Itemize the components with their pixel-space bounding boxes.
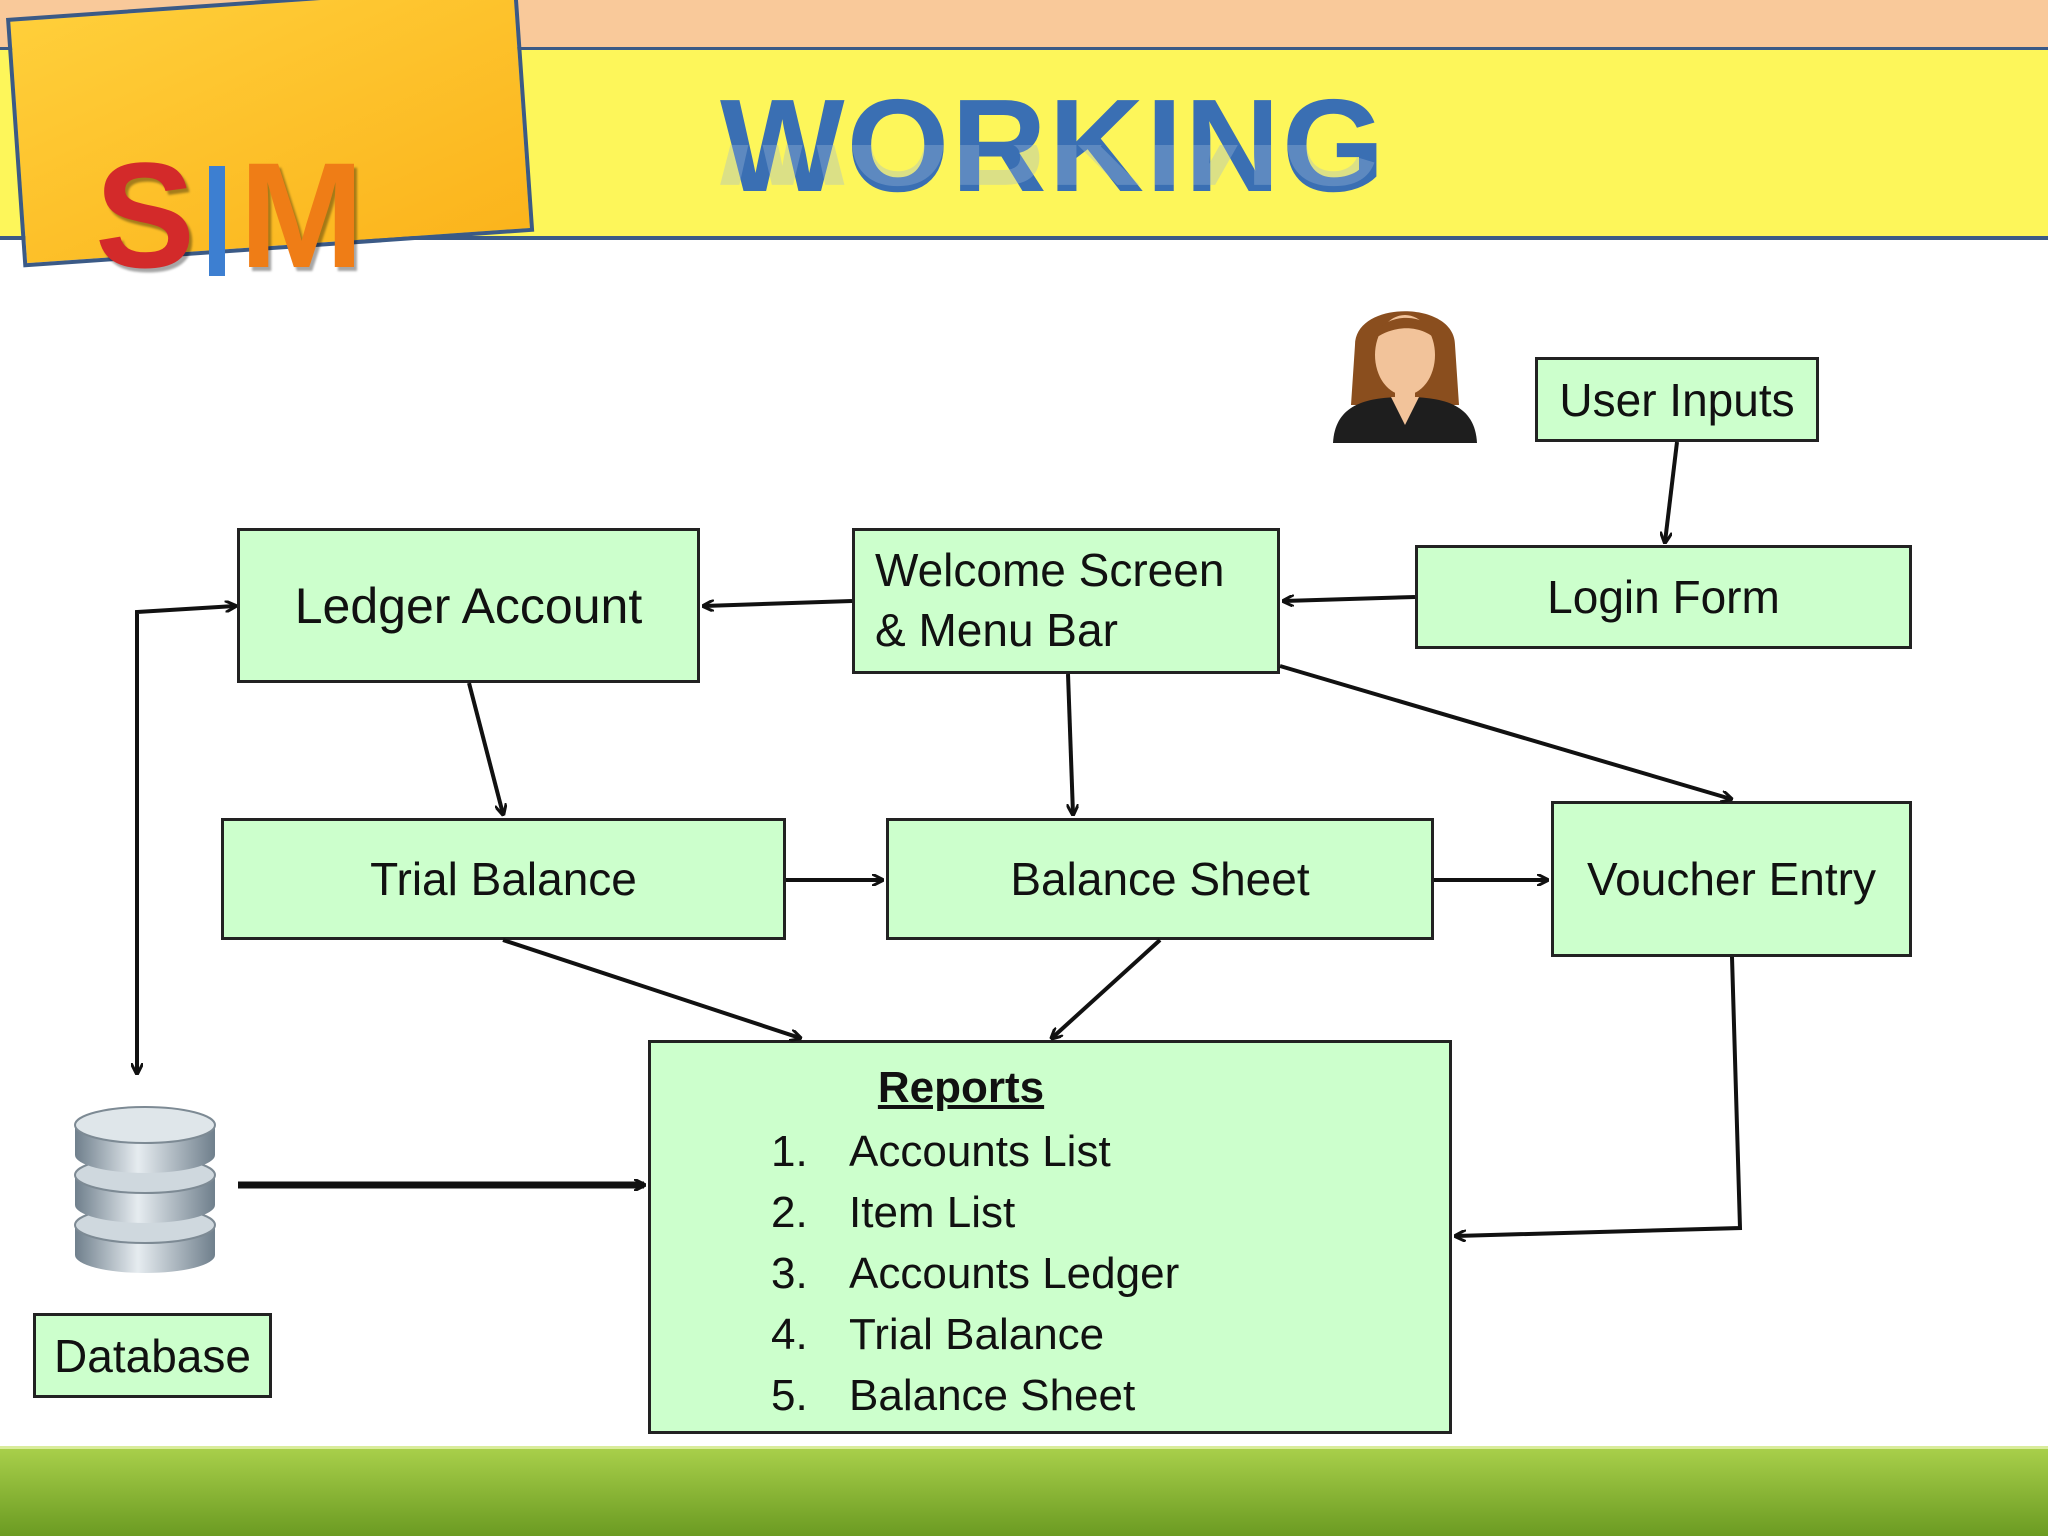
- welcome-screen-label-line2: & Menu Bar: [875, 604, 1118, 656]
- welcome-screen-label-line1: Welcome Screen: [875, 544, 1225, 597]
- reports-list-item: 1.Accounts List: [771, 1127, 1111, 1176]
- logo-letter-s: S: [95, 131, 196, 299]
- arrow-voucher-to-reports: [1456, 956, 1743, 1236]
- login-form-label: Login Form: [1547, 571, 1780, 623]
- trial-balance-box: Trial Balance: [221, 818, 786, 940]
- login-form-box: Login Form: [1415, 545, 1912, 649]
- reports-title: Reports: [877, 1063, 1045, 1112]
- arrow-trial-to-reports: [502, 938, 800, 1038]
- voucher-entry-label: Voucher Entry: [1587, 853, 1876, 905]
- reports-box: Reports 1.Accounts List 2.Item List 3.Ac…: [648, 1040, 1452, 1434]
- user-inputs-box: User Inputs: [1535, 357, 1819, 442]
- database-label-box: Database: [33, 1313, 272, 1398]
- logo-divider: [209, 166, 226, 276]
- arrow-userinputs-to-login: [1665, 441, 1679, 542]
- arrow-welcome-to-balance: [1066, 673, 1073, 814]
- page-title-reflection: WORKING: [720, 145, 1387, 205]
- footer-bar: [0, 1446, 2048, 1536]
- logo-letter-m: M: [239, 131, 365, 299]
- reports-list: 1.Accounts List 2.Item List 3.Accounts L…: [771, 1121, 1179, 1426]
- user-inputs-label: User Inputs: [1559, 373, 1795, 426]
- reports-list-item: 3.Accounts Ledger: [771, 1249, 1180, 1298]
- trial-balance-label: Trial Balance: [370, 853, 637, 905]
- reports-list-item: 4.Trial Balance: [771, 1310, 1105, 1359]
- arrow-ledger-to-trial: [467, 682, 503, 814]
- ledger-account-label: Ledger Account: [294, 577, 643, 634]
- arrow-balance-to-reports: [1052, 938, 1162, 1038]
- reports-list-item: 5.Balance Sheet: [771, 1371, 1136, 1420]
- logo: S M: [95, 120, 364, 290]
- arrow-login-to-welcome: [1284, 597, 1416, 601]
- arrow-welcome-to-voucher: [1279, 664, 1731, 799]
- database-label: Database: [54, 1329, 251, 1382]
- voucher-entry-box: Voucher Entry: [1551, 801, 1912, 957]
- reports-list-item: 2.Item List: [771, 1188, 1016, 1237]
- balance-sheet-label: Balance Sheet: [1010, 853, 1310, 905]
- balance-sheet-box: Balance Sheet: [886, 818, 1434, 940]
- database-icon: [74, 1106, 216, 1273]
- ledger-account-box: Ledger Account: [237, 528, 700, 683]
- page-title: WORKING: [720, 72, 1387, 219]
- arrow-welcome-to-ledger: [704, 599, 853, 606]
- welcome-screen-box: Welcome Screen & Menu Bar: [852, 528, 1280, 674]
- user-avatar-icon: [1333, 311, 1477, 443]
